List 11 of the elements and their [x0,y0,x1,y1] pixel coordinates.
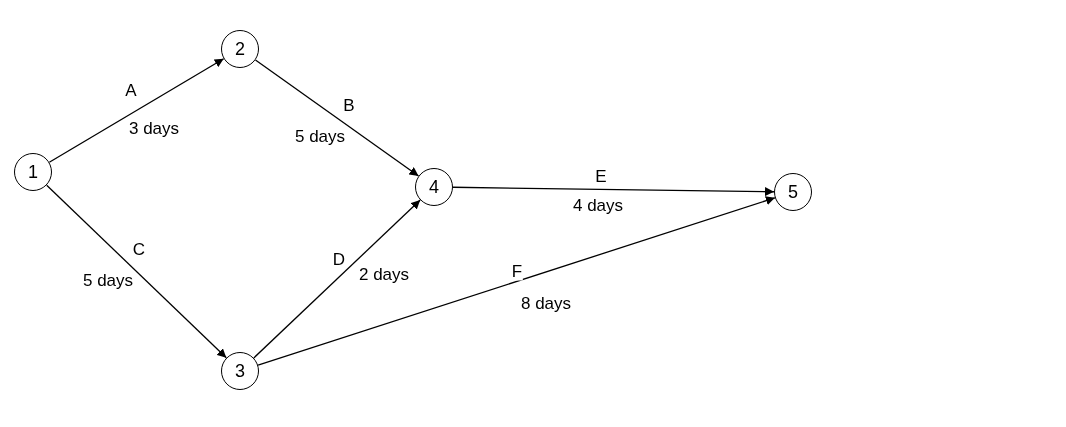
arrow [48,58,225,163]
event-circle: 2 [221,30,259,68]
event-circle: 3 [221,352,259,390]
arrow [253,199,421,359]
arrow [452,186,775,197]
event-circle: 1 [14,153,52,191]
event-circle: 4 [415,168,453,206]
arrow [46,184,227,359]
event-circle: 5 [774,173,812,211]
arrow [254,59,420,177]
arrow [257,196,776,366]
